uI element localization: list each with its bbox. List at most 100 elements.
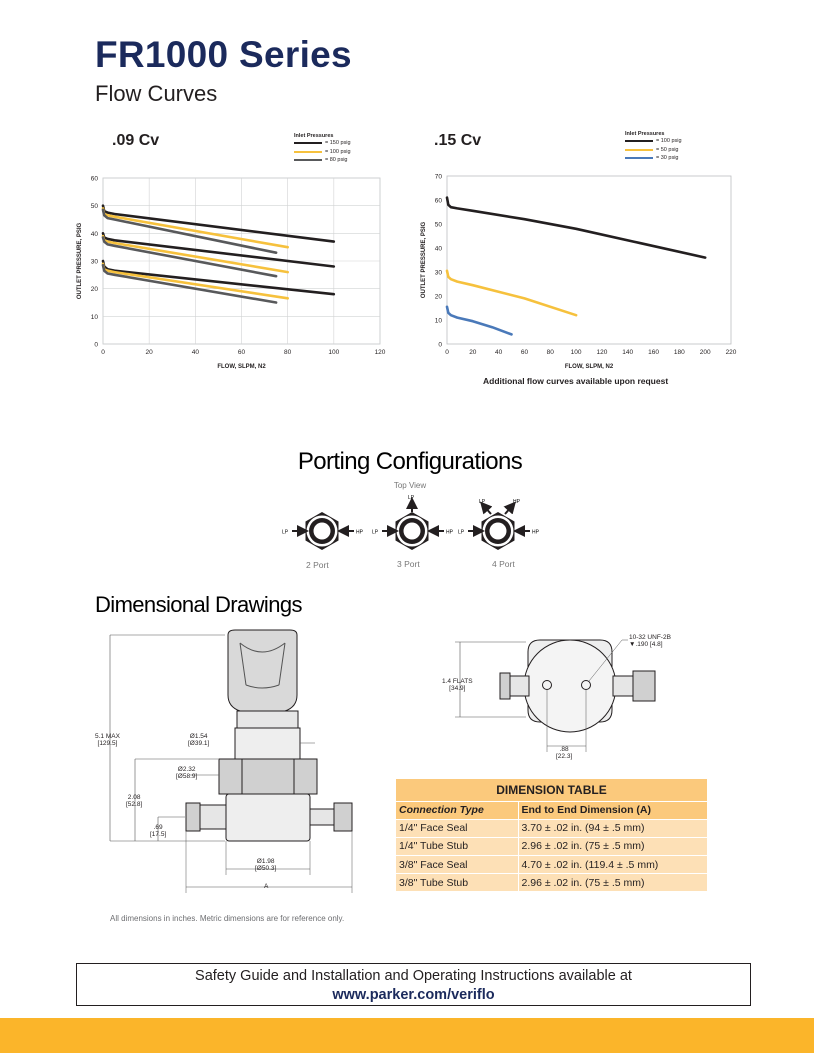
- x-tick-label: 120: [596, 349, 607, 356]
- x-tick-label: 0: [101, 349, 105, 356]
- dim-a: A: [264, 883, 269, 890]
- dim-d232: Ø2.32[Ø58.9]: [176, 766, 198, 780]
- plot-area: [446, 175, 732, 345]
- y-tick-label: 0: [94, 342, 98, 349]
- porting-title: Porting Configurations: [297, 448, 523, 475]
- chart2-note: Additional flow curves available upon re…: [483, 376, 669, 386]
- table-row: 3/8" Face Seal 4.70 ± .02 in. (119.4 ± .…: [396, 855, 707, 875]
- table-header-row: Connection Type End to End Dimension (A): [396, 801, 707, 820]
- x-tick-label: 40: [495, 349, 503, 356]
- y-tick-label: 20: [435, 294, 443, 301]
- x-tick-label: 160: [648, 349, 659, 356]
- chart2-legend-item: = 30 psig: [625, 154, 682, 163]
- series-line: [101, 263, 278, 304]
- y-tick-label: 30: [435, 270, 443, 277]
- port-config-3: LP LP HP: [372, 495, 454, 550]
- table-row: 1/4" Face Seal 3.70 ± .02 in. (94 ± .5 m…: [396, 819, 707, 838]
- chart1-legend-item: = 100 psig: [294, 148, 351, 157]
- y-tick-label: 10: [435, 318, 443, 325]
- series-line: [445, 269, 578, 317]
- dim-flats: 1.4 FLATS[34.9]: [442, 678, 473, 692]
- y-tick-label: 60: [91, 176, 99, 183]
- dim-max-height: 5.1 MAX[129.5]: [95, 733, 120, 747]
- col-connection-type: Connection Type: [396, 801, 519, 820]
- dim-hole-spacing: .88[22.3]: [556, 746, 573, 760]
- dim-h208: 2.08[52.8]: [126, 794, 143, 808]
- top-view-drawing: [455, 639, 656, 752]
- table-cell: 2.96 ± .02 in. (75 ± .5 mm): [518, 873, 707, 893]
- port-label-2: 2 Port: [306, 560, 329, 570]
- port-label-4: 4 Port: [492, 559, 515, 569]
- chart2-title: .15 Cv: [434, 132, 482, 149]
- x-tick-label: 20: [146, 349, 154, 356]
- lp-label: LP: [282, 530, 289, 536]
- lp-label: LP: [408, 495, 415, 501]
- x-tick-label: 80: [284, 349, 292, 356]
- x-tick-label: 60: [238, 349, 246, 356]
- dimensions-note: All dimensions in inches. Metric dimensi…: [110, 914, 345, 923]
- side-view-drawing: [109, 629, 353, 893]
- port-config-4: LP LP HP HP: [458, 499, 540, 550]
- dimension-table-title: DIMENSION TABLE: [396, 779, 707, 802]
- x-tick-label: 180: [674, 349, 685, 356]
- chart1-legend-item: = 150 psig: [294, 139, 351, 148]
- lp-label: LP: [458, 530, 465, 536]
- chart1-legend-item: = 80 psig: [294, 156, 351, 165]
- parker-link[interactable]: www.parker.com/veriflo: [332, 987, 495, 1003]
- table-row: 3/8" Tube Stub 2.96 ± .02 in. (75 ± .5 m…: [396, 873, 707, 893]
- chart2-legend-item: = 100 psig: [625, 137, 682, 146]
- x-axis-label: FLOW, SLPM, N2: [217, 364, 266, 370]
- hp-label: HP: [356, 530, 364, 536]
- chart2-legend: Inlet Pressures = 100 psig = 50 psig = 3…: [625, 131, 682, 163]
- x-tick-label: 200: [700, 349, 711, 356]
- table-cell: 3/8" Tube Stub: [396, 873, 519, 893]
- y-tick-label: 40: [91, 231, 99, 238]
- port-config-2: LP HP: [282, 512, 364, 550]
- dim-h69: .69[17.5]: [150, 824, 167, 838]
- x-tick-label: 220: [726, 349, 737, 356]
- y-axis-label: OUTLET PRESSURE, PSIG: [77, 223, 83, 300]
- y-tick-label: 20: [91, 286, 99, 293]
- y-tick-label: 0: [438, 342, 442, 349]
- page-title: FR1000 Series: [95, 34, 352, 75]
- series-line: [101, 208, 278, 254]
- port-label-3: 3 Port: [397, 559, 420, 569]
- table-cell: 1/4" Tube Stub: [396, 837, 519, 857]
- series-line: [445, 305, 513, 336]
- x-tick-label: 100: [328, 349, 339, 356]
- lp-label: LP: [372, 530, 379, 536]
- table-cell: 2.96 ± .02 in. (75 ± .5 mm): [518, 837, 707, 857]
- table-cell: 1/4" Face Seal: [396, 819, 519, 838]
- hp-label: HP: [532, 530, 540, 536]
- x-tick-label: 60: [521, 349, 529, 356]
- y-tick-label: 60: [435, 198, 443, 205]
- x-tick-label: 0: [445, 349, 449, 356]
- table-cell: 3.70 ± .02 in. (94 ± .5 mm): [518, 819, 707, 838]
- y-tick-label: 50: [91, 203, 99, 210]
- safety-text: Safety Guide and Installation and Operat…: [195, 968, 632, 984]
- chart2-legend-item: = 50 psig: [625, 146, 682, 155]
- x-tick-label: 20: [469, 349, 477, 356]
- hp-label: HP: [446, 530, 454, 536]
- dimensional-drawings-title: Dimensional Drawings: [95, 592, 302, 617]
- dim-d154: Ø1.54[Ø39.1]: [188, 733, 210, 747]
- footer-bar: [0, 1018, 814, 1053]
- y-tick-label: 50: [435, 222, 443, 229]
- hp-label: HP: [513, 499, 521, 505]
- table-cell: 3/8" Face Seal: [396, 855, 519, 875]
- x-tick-label: 140: [622, 349, 633, 356]
- dim-d198: Ø1.98[Ø50.3]: [255, 858, 277, 872]
- y-tick-label: 10: [91, 314, 99, 321]
- table-cell: 4.70 ± .02 in. (119.4 ± .5 mm): [518, 855, 707, 875]
- y-tick-label: 70: [435, 174, 443, 181]
- y-tick-label: 40: [435, 246, 443, 253]
- chart1-legend-title: Inlet Pressures: [294, 133, 334, 139]
- safety-guide-box: Safety Guide and Installation and Operat…: [76, 963, 751, 1006]
- top-view-label: Top View: [393, 481, 427, 490]
- series-line: [445, 196, 707, 259]
- x-tick-label: 80: [547, 349, 555, 356]
- series-line: [101, 236, 278, 278]
- y-tick-label: 30: [91, 259, 99, 266]
